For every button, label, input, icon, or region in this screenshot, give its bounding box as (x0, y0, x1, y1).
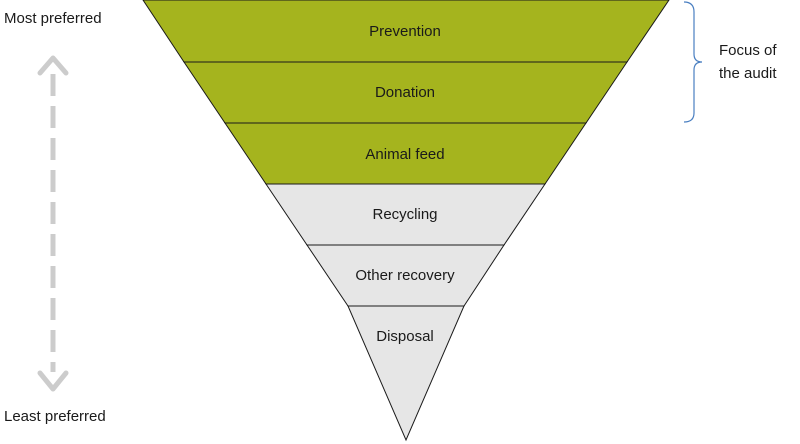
tier-label-donation: Donation (375, 84, 435, 101)
focus-bracket: Focus of the audit (683, 1, 777, 123)
tier-disposal (347, 305, 465, 442)
up-arrow-icon (37, 55, 69, 76)
preference-axis: Most preferred Least preferred (4, 10, 106, 425)
down-arrow-icon (37, 370, 69, 392)
tier-label-recycling: Recycling (372, 206, 437, 223)
most-preferred-label: Most preferred (4, 10, 102, 27)
tier-label-animal-feed: Animal feed (365, 146, 444, 163)
tier-label-disposal: Disposal (376, 328, 434, 345)
curly-brace-icon (683, 1, 703, 123)
tier-label-prevention: Prevention (369, 23, 441, 40)
focus-label-line2: the audit (719, 65, 777, 82)
least-preferred-label: Least preferred (4, 408, 106, 425)
pyramid (142, 0, 670, 442)
tier-label-other-recovery: Other recovery (355, 267, 455, 284)
focus-label-line1: Focus of (719, 42, 777, 59)
tier-labels: Prevention Donation Animal feed Recyclin… (355, 23, 455, 345)
